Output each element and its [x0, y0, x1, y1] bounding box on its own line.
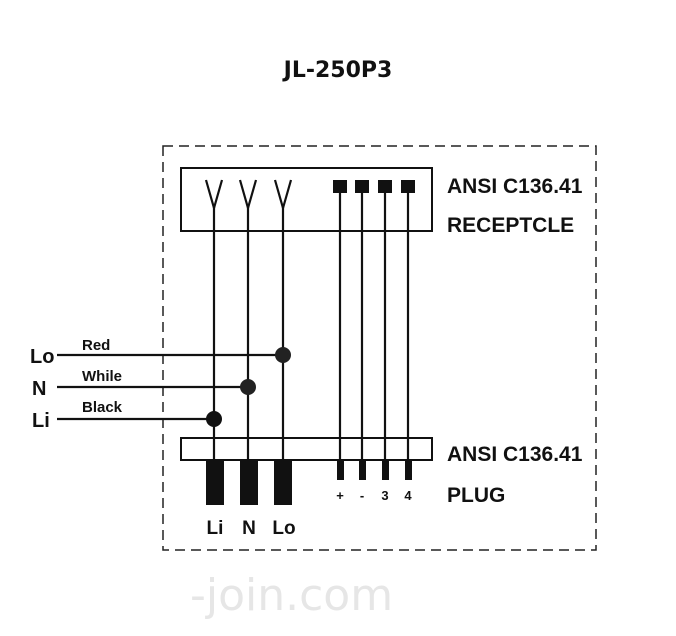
receptacle-socket-n: [238, 179, 258, 213]
lead-terminal-lo: Lo: [30, 346, 54, 368]
plug-label-line2: PLUG: [447, 484, 505, 507]
receptacle-pins: [333, 180, 415, 193]
receptacle-box: [180, 167, 433, 232]
pin-label-4: 4: [404, 488, 412, 503]
receptacle-socket-li: [204, 179, 224, 213]
lead-color-red: Red: [82, 337, 110, 354]
pin-label-minus: -: [360, 488, 364, 503]
main-conductors: [57, 179, 410, 460]
pin-label-3: 3: [381, 488, 388, 503]
blade-label-li: Li: [207, 518, 224, 539]
plug-box: [180, 437, 433, 461]
junction-lo: [275, 347, 291, 363]
pin-label-plus: +: [336, 488, 344, 503]
watermark: -join.com: [190, 570, 393, 621]
blade-label-n: N: [242, 518, 256, 539]
blade-label-lo: Lo: [272, 518, 295, 539]
lead-color-black: Black: [82, 399, 123, 416]
plug-label-line1: ANSI C136.41: [447, 443, 583, 466]
lead-terminal-li: Li: [32, 410, 50, 432]
enclosure-boundary: [162, 145, 597, 551]
plug-blades: [206, 460, 412, 505]
receptacle-socket-lo: [273, 179, 293, 213]
receptacle-label-line2: RECEPTCLE: [447, 214, 574, 237]
diagram-title: JL-250P3: [283, 58, 393, 83]
junction-n: [240, 379, 256, 395]
lead-color-white: While: [82, 368, 122, 385]
receptacle-label-line1: ANSI C136.41: [447, 175, 583, 198]
junction-li: [206, 411, 222, 427]
lead-terminal-n: N: [32, 378, 46, 400]
